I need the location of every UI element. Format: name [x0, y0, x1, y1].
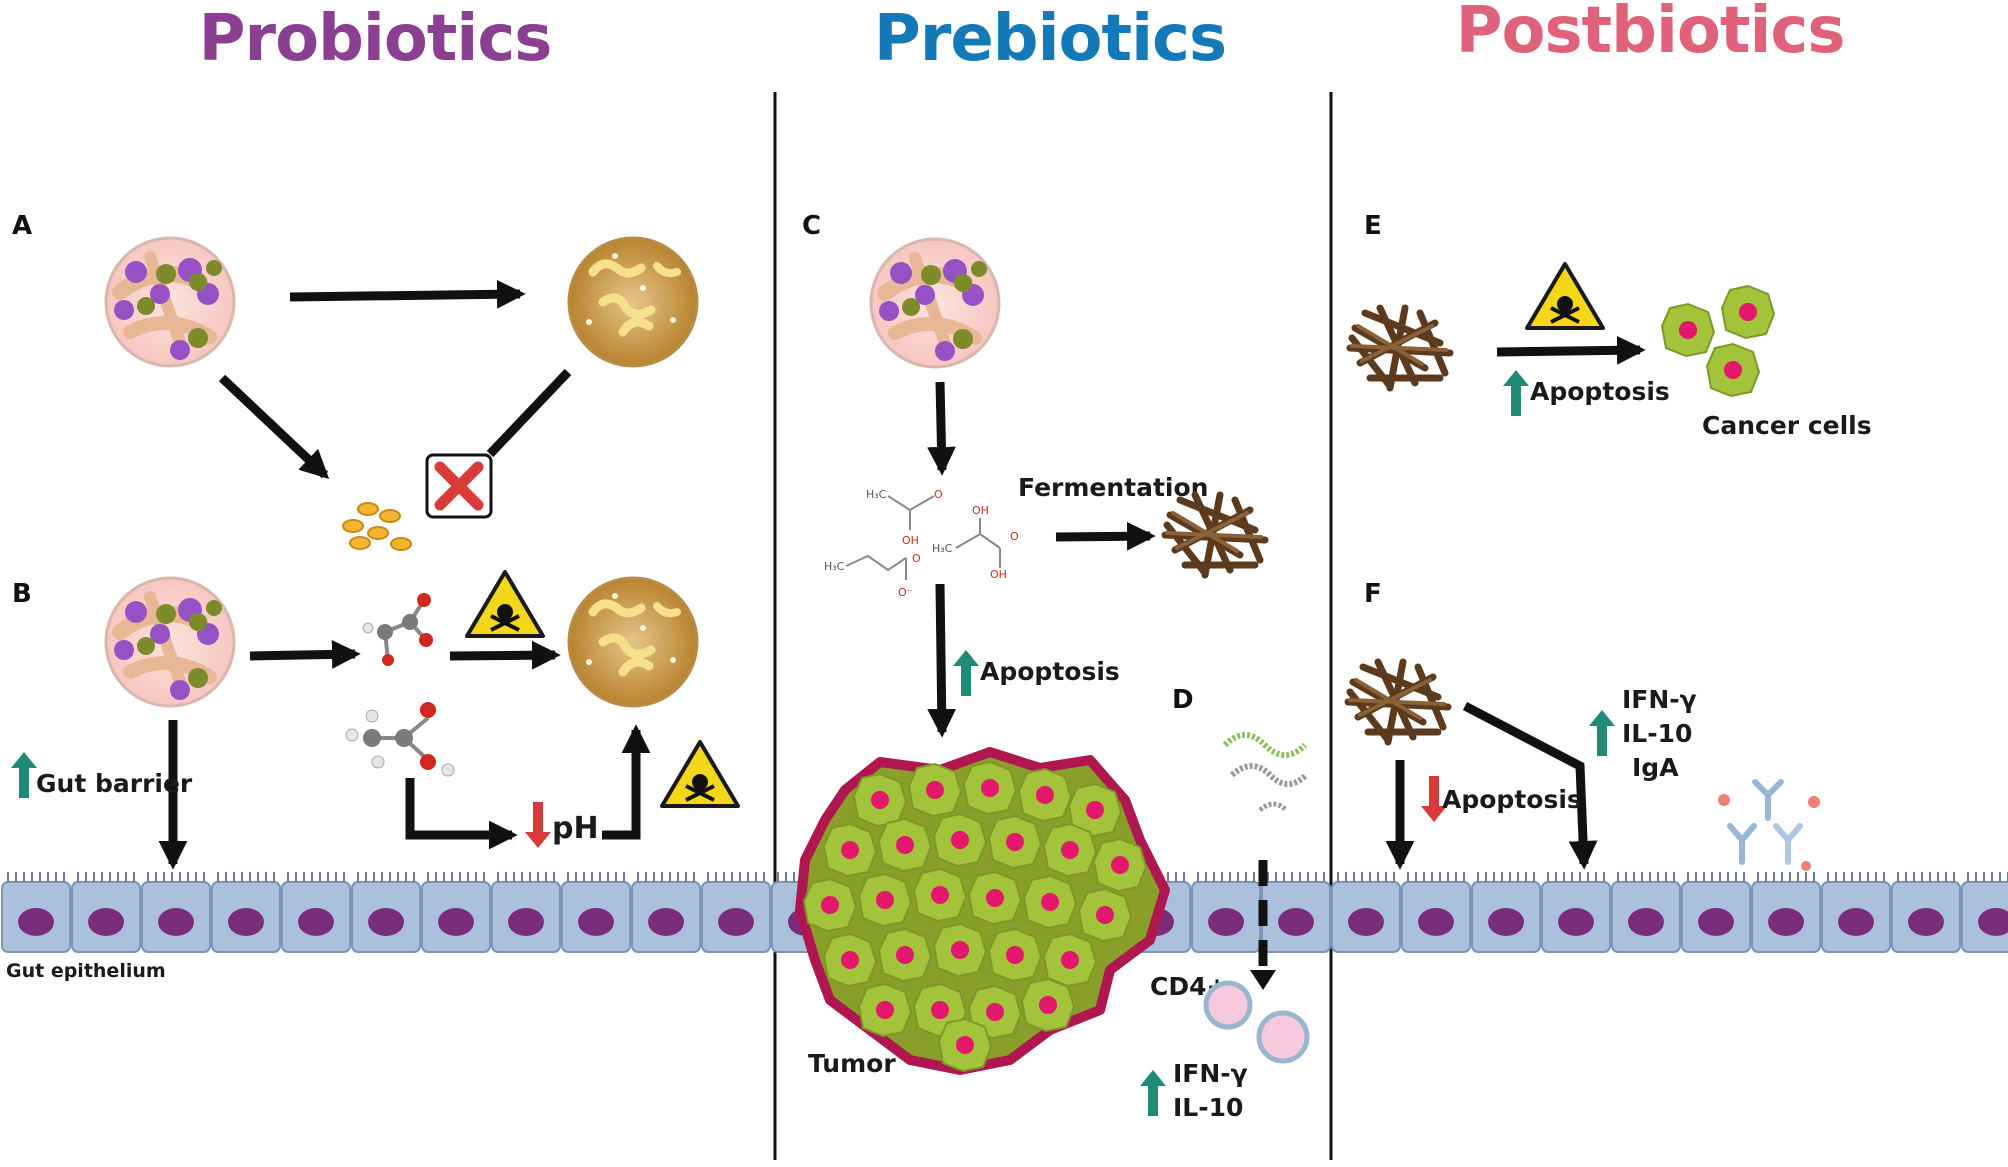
fiber-strands-icon — [1222, 732, 1309, 812]
panel-label-b: B — [12, 579, 32, 609]
probiotics-title: Probiotics — [199, 2, 552, 76]
butyrate-ominus: O⁻ — [898, 586, 913, 599]
arrow-a-top — [289, 279, 526, 309]
up-arrow-icon-f — [1589, 710, 1615, 756]
arrow-b-to-molecule — [249, 640, 361, 669]
apoptosis-label-c: Apoptosis — [980, 657, 1120, 686]
arrow-a-inhibit — [486, 368, 572, 458]
acetate-o: O — [934, 488, 943, 501]
acetate-structure: H₃C O OH — [866, 488, 943, 547]
ifn-label-d: IFN-γ — [1173, 1059, 1248, 1088]
up-arrow-icon-apoptosis-c — [953, 650, 979, 696]
cancer-cells-icon — [1661, 285, 1775, 397]
ph-label: pH — [552, 811, 599, 846]
tumor-mass — [795, 747, 1170, 1075]
panel-label-e: E — [1364, 211, 1382, 241]
arrow-e — [1496, 335, 1646, 365]
gut-epithelium-label: Gut epithelium — [6, 960, 166, 982]
toxic-warning-icon-e — [1525, 262, 1605, 330]
apoptosis-label-e: Apoptosis — [1530, 377, 1670, 406]
panel-label-d: D — [1172, 685, 1194, 715]
cancer-cells-label: Cancer cells — [1702, 411, 1872, 440]
prebiotic-microbes-c — [871, 239, 999, 367]
tumor-label: Tumor — [808, 1049, 896, 1078]
x-mark-icon — [425, 453, 493, 519]
toxic-warning-icon-b2 — [660, 740, 740, 808]
arrow-a-diag — [218, 374, 330, 479]
bacteria-cluster-f — [1348, 662, 1448, 742]
butyrate-h3c: H₃C — [824, 560, 845, 573]
metabolite-pellets-icon — [342, 502, 412, 551]
il10-label-d: IL-10 — [1173, 1093, 1243, 1122]
probiotic-microbes-a — [106, 238, 234, 366]
arrow-f-bent — [1462, 702, 1598, 870]
panel-label-a: A — [12, 211, 32, 241]
panel-label-f: F — [1364, 579, 1382, 609]
organic-acid-molecule-1 — [362, 593, 433, 666]
lactate-oh2: OH — [990, 568, 1007, 581]
arrow-b-to-pathogen — [449, 640, 561, 670]
lactate-oh1: OH — [972, 504, 989, 517]
organic-acid-molecule-2 — [345, 702, 455, 777]
pathogen-colony-b — [569, 578, 697, 706]
fermentation-label: Fermentation — [1018, 473, 1208, 502]
ifn-label-f: IFN-γ — [1622, 685, 1697, 714]
arrow-c-fermentation — [1055, 521, 1156, 551]
up-arrow-icon-gut-barrier — [11, 752, 37, 798]
lactate-h3c: H₃C — [932, 542, 953, 555]
lactate-structure: H₃C OH O OH — [932, 504, 1019, 581]
down-arrow-icon-ph — [525, 802, 551, 848]
antibodies-icon — [1718, 779, 1820, 871]
bacteria-cluster-e — [1350, 308, 1450, 388]
il10-label-f: IL-10 — [1622, 719, 1692, 748]
toxic-warning-icon-b1 — [465, 570, 545, 638]
up-arrow-icon-apoptosis-e — [1503, 370, 1529, 416]
probiotic-microbes-b — [106, 578, 234, 706]
butyrate-o: O — [912, 552, 921, 565]
gut-barrier-label: Gut barrier — [36, 769, 193, 798]
acetate-oh: OH — [902, 534, 919, 547]
butyrate-structure: H₃C O O⁻ — [824, 552, 921, 599]
arrow-c-down-to-tumor — [927, 583, 957, 738]
bacteria-cluster-c — [1165, 495, 1265, 575]
cd4-t-cells-icon — [1203, 980, 1310, 1064]
pathogen-colony-a — [569, 238, 697, 366]
iga-label-f: IgA — [1632, 753, 1679, 782]
postbiotics-title: Postbiotics — [1456, 0, 1845, 68]
acetate-h3c: H₃C — [866, 488, 887, 501]
arrow-b-ph-path — [405, 778, 518, 850]
lactate-o: O — [1010, 530, 1019, 543]
apoptosis-label-f: Apoptosis — [1442, 785, 1582, 814]
arrow-c-down-1 — [927, 381, 956, 476]
up-arrow-icon-d — [1140, 1070, 1166, 1116]
panel-label-c: C — [802, 211, 821, 241]
arrow-b-ph-up — [602, 724, 651, 840]
prebiotics-title: Prebiotics — [874, 2, 1226, 76]
